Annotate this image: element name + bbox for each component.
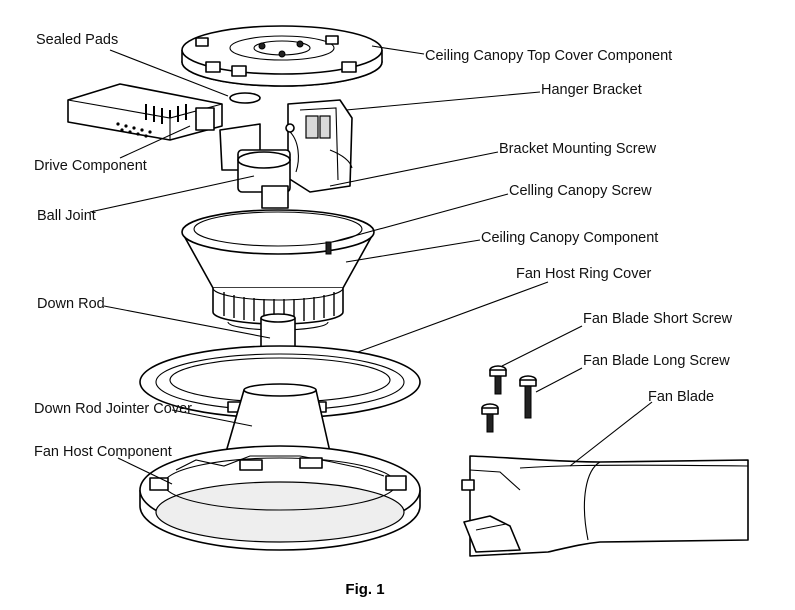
label-down-rod: Down Rod	[37, 296, 105, 312]
label-hanger-bracket: Hanger Bracket	[541, 82, 642, 98]
label-fan-blade: Fan Blade	[648, 389, 714, 405]
sealed-pad-part	[229, 92, 261, 104]
label-sealed-pads: Sealed Pads	[36, 32, 118, 48]
label-ball-joint: Ball Joint	[37, 208, 96, 224]
label-bracket-screw: Bracket Mounting Screw	[499, 141, 657, 157]
leader-lines	[89, 45, 653, 485]
label-host-ring-cover: Fan Host Ring Cover	[516, 266, 652, 282]
blade-long-screw-part	[519, 375, 537, 419]
label-jointer-cover: Down Rod Jointer Cover	[34, 401, 192, 417]
fan-blade-part	[461, 455, 749, 557]
label-blade-short-screw: Fan Blade Short Screw	[583, 311, 733, 327]
label-top-cover: Ceiling Canopy Top Cover Component	[425, 48, 672, 64]
drive-component-part	[67, 83, 223, 141]
ball-joint-part	[237, 149, 291, 209]
label-blade-long-screw: Fan Blade Long Screw	[583, 353, 730, 369]
blade-short-screw-part-2	[481, 403, 499, 433]
label-canopy-component: Ceiling Canopy Component	[481, 230, 658, 246]
figure-caption: Fig. 1	[345, 581, 384, 598]
label-canopy-screw: Celling Canopy Screw	[509, 183, 652, 199]
label-host-component: Fan Host Component	[34, 444, 172, 460]
canopy-top-cover-part	[181, 25, 383, 87]
ceiling-canopy-part	[181, 209, 375, 331]
blade-short-screw-part	[489, 365, 507, 395]
fan-host-component-part	[139, 445, 421, 551]
label-drive-component: Drive Component	[34, 158, 147, 174]
